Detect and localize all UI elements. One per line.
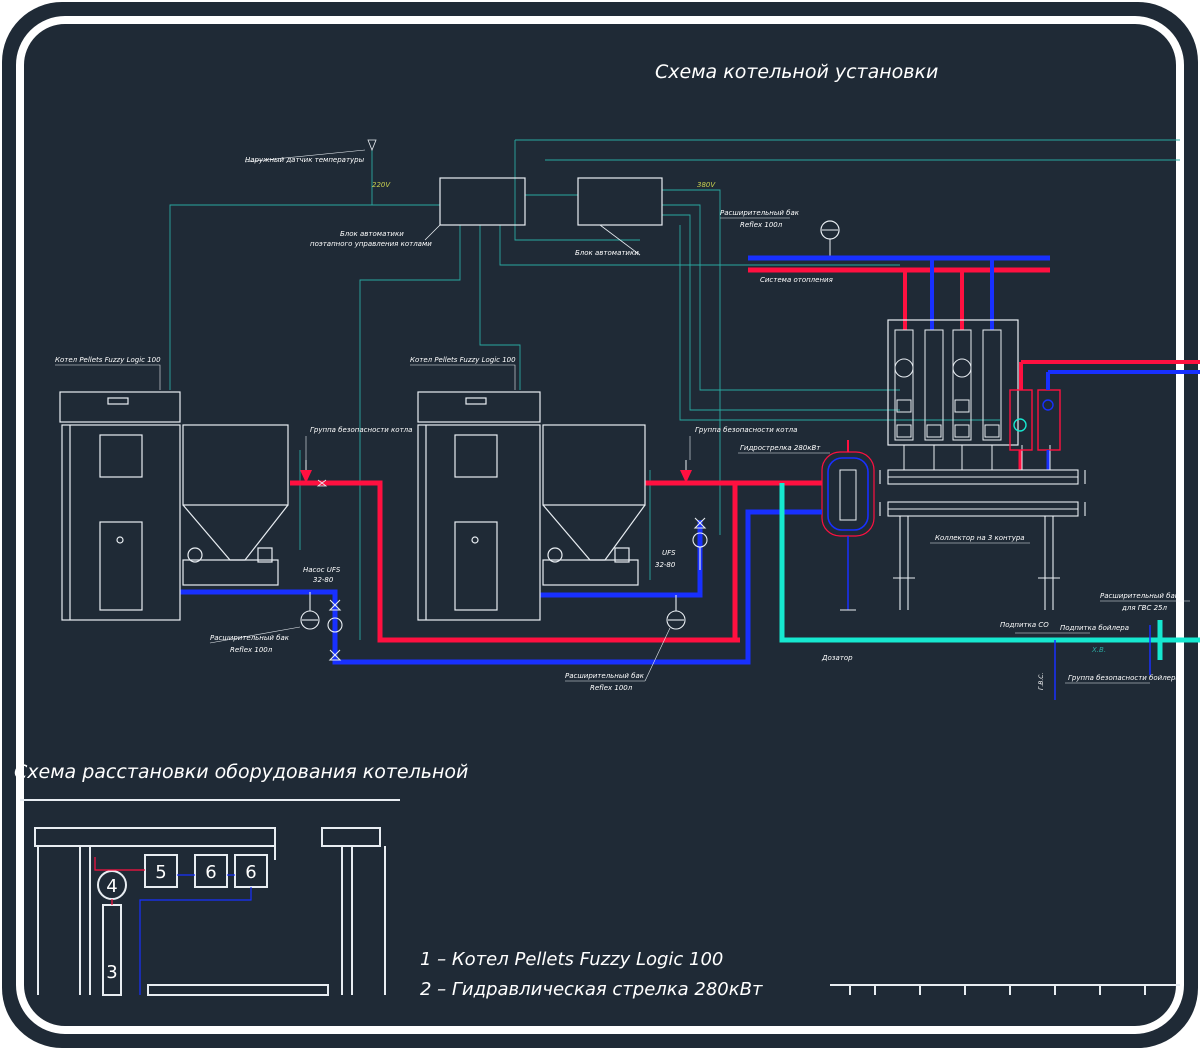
collector-label: Коллектор на 3 контура [935,534,1025,542]
automation-box [577,177,663,226]
expansion-tank-2 [666,595,686,630]
room-plan [20,799,1180,996]
drawing-frame [16,16,1184,1034]
cascade-control-box [439,177,526,226]
automation-unit-label: Блок автоматики [575,249,639,257]
boiler-safety-label: Группа безопасности бойлера [1068,674,1180,682]
exp-tank-top-label: Расширительный бак [720,209,800,217]
makeup-water-line [779,483,1200,660]
heating-line-label: Система отопления [760,276,833,284]
legend-item-1: 1 – Котел Pellets Fuzzy Logic 100 [420,949,723,970]
exp-tank-top-label-2: Reflex 100л [740,221,783,229]
exp-tank-dhw-label-2: для ГВС 25л [1121,604,1167,612]
hydro-arrow-label: Гидрострелка 280кВт [740,444,821,452]
boiler-2 [417,391,646,621]
boiler-2-label: Котел Pellets Fuzzy Logic 100 [410,356,516,364]
pump-ufs-label: Насос UFS [303,566,341,574]
collector-module [887,319,1051,470]
exp-tank-1-label: Расширительный бак [210,634,290,642]
makeup-co-label: Подпитка СО [1000,621,1049,629]
safety-group-2 [680,460,692,483]
cascade-control-label-2: поэтапного управления котлами [310,240,432,248]
collector-manifold [879,469,1086,610]
safety-group-2-label: Группа безопасности котла [695,426,797,434]
pump-ufs-1 [327,599,343,661]
safety-group-1-label: Группа безопасности котла [310,426,412,434]
makeup-branch [1054,625,1151,700]
plan-hot-line [94,857,145,905]
dhw-pump-module [1009,360,1200,470]
cascade-control-label: Блок автоматики [340,230,404,238]
legend-item-2: 2 – Гидравлическая стрелка 280кВт [420,979,763,1000]
exp-tank-dhw-label: Расширительный бак [1100,592,1180,600]
expansion-tank-1 [300,592,320,630]
scheme-title: Схема котельной установки [655,61,938,83]
plan-equipment-6b: 6 [245,862,256,883]
plan-equipment-4: 4 [106,876,117,897]
voltage-380-label: 380V [697,181,716,189]
pump-ufs-2 [692,517,708,570]
outdoor-sensor-label: Наружный датчик температуры [245,156,365,164]
plan-equipment-3: 3 [106,962,117,983]
makeup-boiler-label: Подпитка бойлера [1060,624,1129,632]
plan-equipment-5: 5 [155,862,166,883]
plan-cold-line [139,874,252,995]
temperature-sensor-icon [367,139,377,152]
safety-group-1 [300,460,328,487]
ufs-2-model: 32-80 [655,561,676,569]
pump-ufs-model: 32-80 [313,576,334,584]
boiler-circuit-pipes [180,480,822,665]
voltage-220-label: 220V [372,181,391,189]
feeder-label: Дозатор [821,654,853,662]
cold-water-label: Х.В. [1091,646,1106,654]
hydraulic-separator [821,440,875,611]
hot-water-label: Г.В.С. [1038,673,1045,690]
boiler-1-label: Котел Pellets Fuzzy Logic 100 [55,356,161,364]
exp-tank-2-label-2: Reflex 100л [590,684,633,692]
ufs-2-label: UFS [662,549,676,557]
exp-tank-1-label-2: Reflex 100л [230,646,273,654]
plan-equipment-6a: 6 [205,862,216,883]
control-wires [169,139,1180,640]
plan-title: Схема расстановки оборудования котельной [14,761,468,783]
exp-tank-2-label: Расширительный бак [565,672,645,680]
boiler-1 [59,391,289,621]
